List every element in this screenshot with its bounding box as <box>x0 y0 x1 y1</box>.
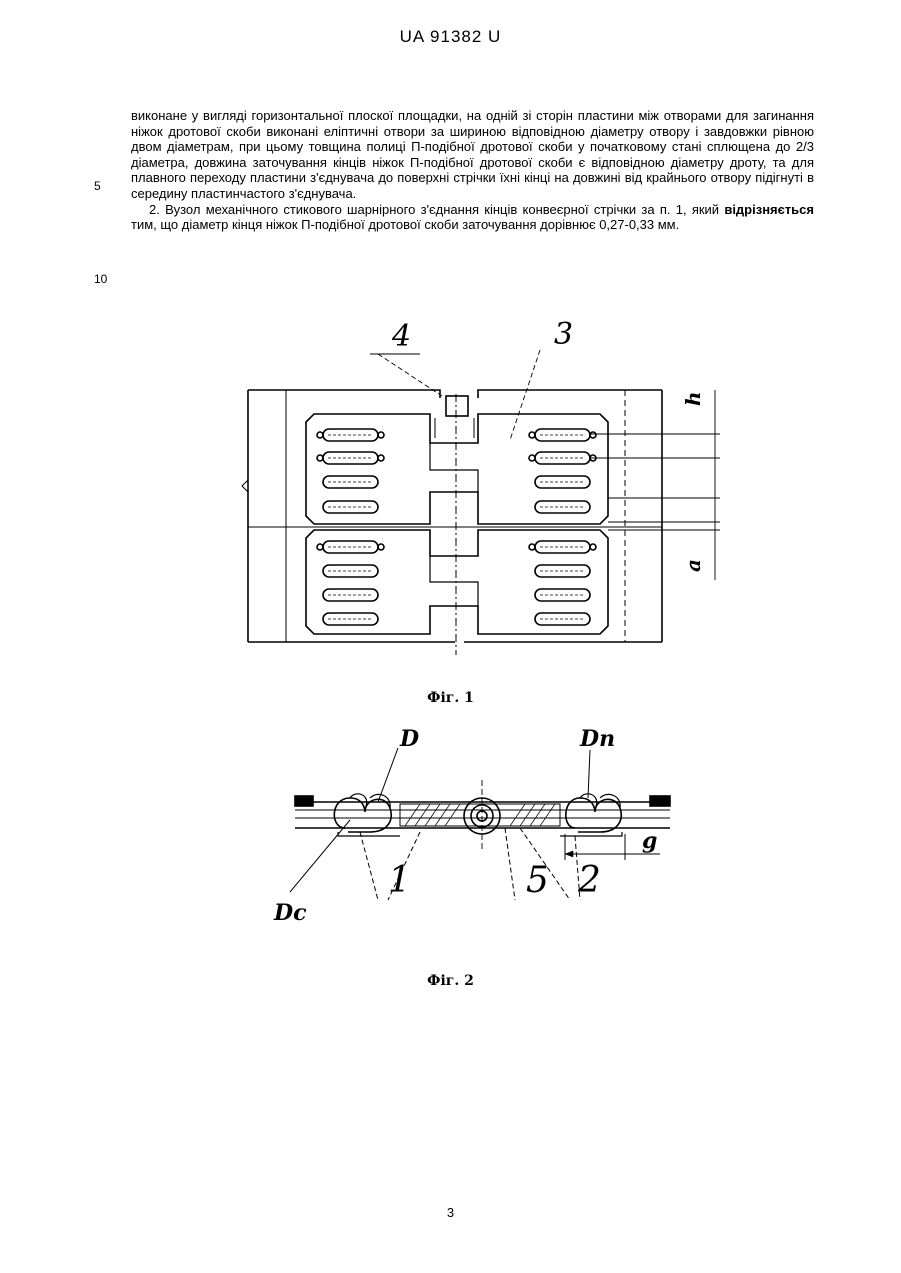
paragraph-1: виконане у вигляді горизонтальної плоско… <box>131 108 814 202</box>
paragraph-2-end: тим, що діаметр кінця ніжок П-подібної д… <box>131 217 679 232</box>
page-number: 3 <box>0 1205 901 1220</box>
fig2-label-D: D <box>399 726 419 752</box>
line-number-10: 10 <box>94 272 107 286</box>
line-number-5: 5 <box>94 179 101 193</box>
paragraph-2: 2. Вузол механічного стикового шарнірног… <box>131 202 814 233</box>
figure-2-drawing: D Dп Dc 1 5 2 g <box>270 720 690 930</box>
paragraph-2-bold: відрізняється <box>724 202 814 217</box>
patent-header: UA 91382 U <box>0 27 901 47</box>
fig2-label-2: 2 <box>577 860 601 901</box>
fig2-label-1: 1 <box>388 860 411 901</box>
figure-1-drawing: 4 3 h a <box>230 310 730 660</box>
claims-text: виконане у вигляді горизонтальної плоско… <box>131 108 814 233</box>
fig2-label-Dc: Dc <box>273 900 307 926</box>
fig2-label-Dn: Dп <box>579 726 615 752</box>
fig1-label-a: a <box>681 559 705 572</box>
fig1-label-h: h <box>681 391 705 406</box>
fig2-label-5: 5 <box>526 860 549 901</box>
fig2-label-g: g <box>642 828 657 854</box>
figure-1-caption: Фіг. 1 <box>0 690 901 706</box>
fig1-label-4: 4 <box>391 319 411 354</box>
fig1-label-3: 3 <box>554 317 573 352</box>
figure-2-caption: Фіг. 2 <box>0 973 901 989</box>
paragraph-2-start: 2. Вузол механічного стикового шарнірног… <box>149 202 724 217</box>
